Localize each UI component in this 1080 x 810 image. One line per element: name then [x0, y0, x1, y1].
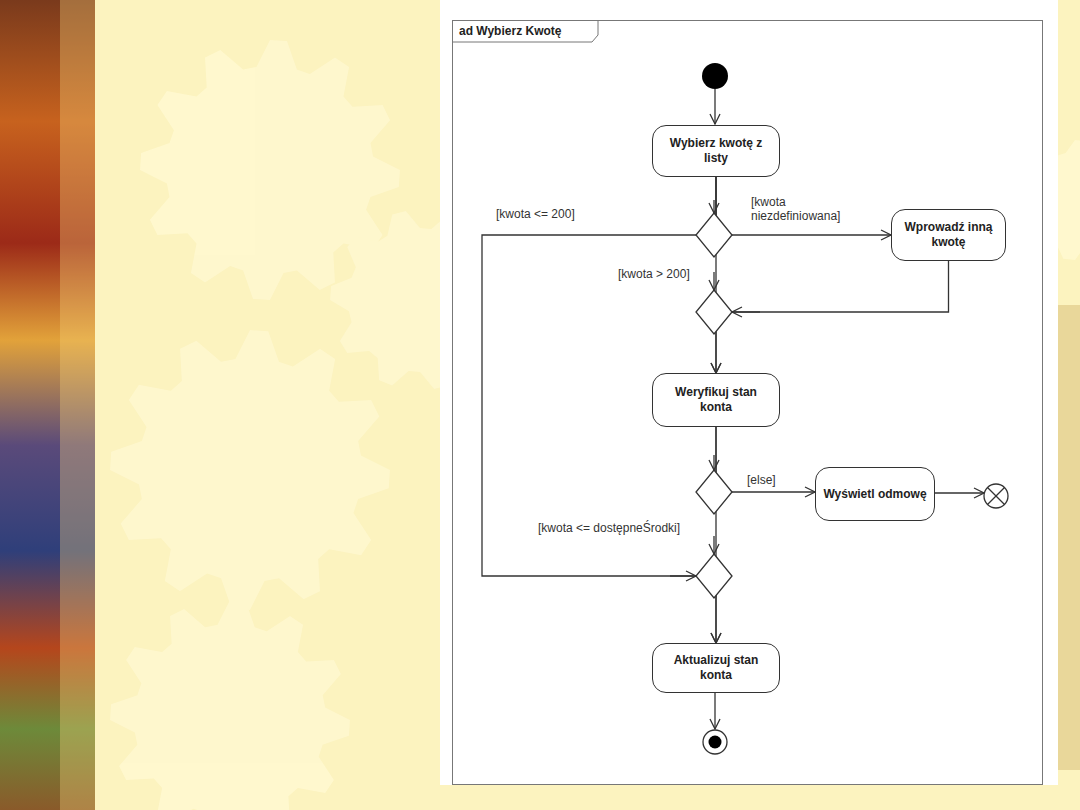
control-flow	[715, 427, 716, 643]
control-flow	[713, 536, 714, 554]
control-flow	[732, 311, 760, 312]
action-box: Wyświetl odmowę	[815, 467, 935, 521]
flow-final-node	[984, 484, 1008, 508]
action-label: Aktualizuj stan konta	[659, 653, 773, 683]
action-label: Wyświetl odmowę	[823, 487, 926, 502]
frame-title: ad Wybierz Kwotę	[459, 24, 561, 38]
merge-diamond	[696, 290, 732, 334]
decision-diamond	[696, 213, 732, 257]
control-flow	[716, 177, 891, 235]
action-box: Weryfikuj stan konta	[652, 373, 780, 427]
frame-tab	[452, 20, 598, 42]
control-flow	[714, 692, 715, 729]
merge-diamond	[696, 554, 732, 598]
control-flow	[716, 427, 815, 492]
guard-label: [kwota <= 200]	[494, 207, 577, 221]
gear-watermark	[110, 600, 350, 810]
action-box: Aktualizuj stan konta	[652, 643, 780, 693]
action-label: Wprowadź inną kwotę	[898, 220, 999, 250]
control-flow	[714, 89, 715, 124]
action-label: Wybierz kwotę z listy	[659, 136, 773, 166]
action-label: Weryfikuj stan konta	[659, 385, 773, 415]
guard-label: [kwota niezdefiniowana]	[749, 195, 871, 223]
activity-frame: ad Wybierz KwotęWybierz kwotę z listyWpr…	[452, 20, 1043, 785]
control-flow	[934, 492, 984, 493]
action-box: Wybierz kwotę z listy	[652, 125, 780, 177]
guard-label: [kwota > 200]	[616, 267, 692, 281]
decision-diamond	[696, 470, 732, 514]
gear-watermark	[110, 330, 390, 610]
action-box: Wprowadź inną kwotę	[891, 209, 1006, 261]
control-flow	[713, 200, 714, 213]
control-flow	[716, 261, 949, 373]
guard-label: [kwota <= dostępneŚrodki]	[536, 521, 682, 535]
control-flow	[670, 575, 696, 576]
final-node	[703, 730, 727, 754]
initial-node	[702, 63, 728, 89]
control-flow	[713, 455, 714, 470]
guard-label: [else]	[745, 473, 778, 487]
control-flow	[713, 272, 714, 290]
